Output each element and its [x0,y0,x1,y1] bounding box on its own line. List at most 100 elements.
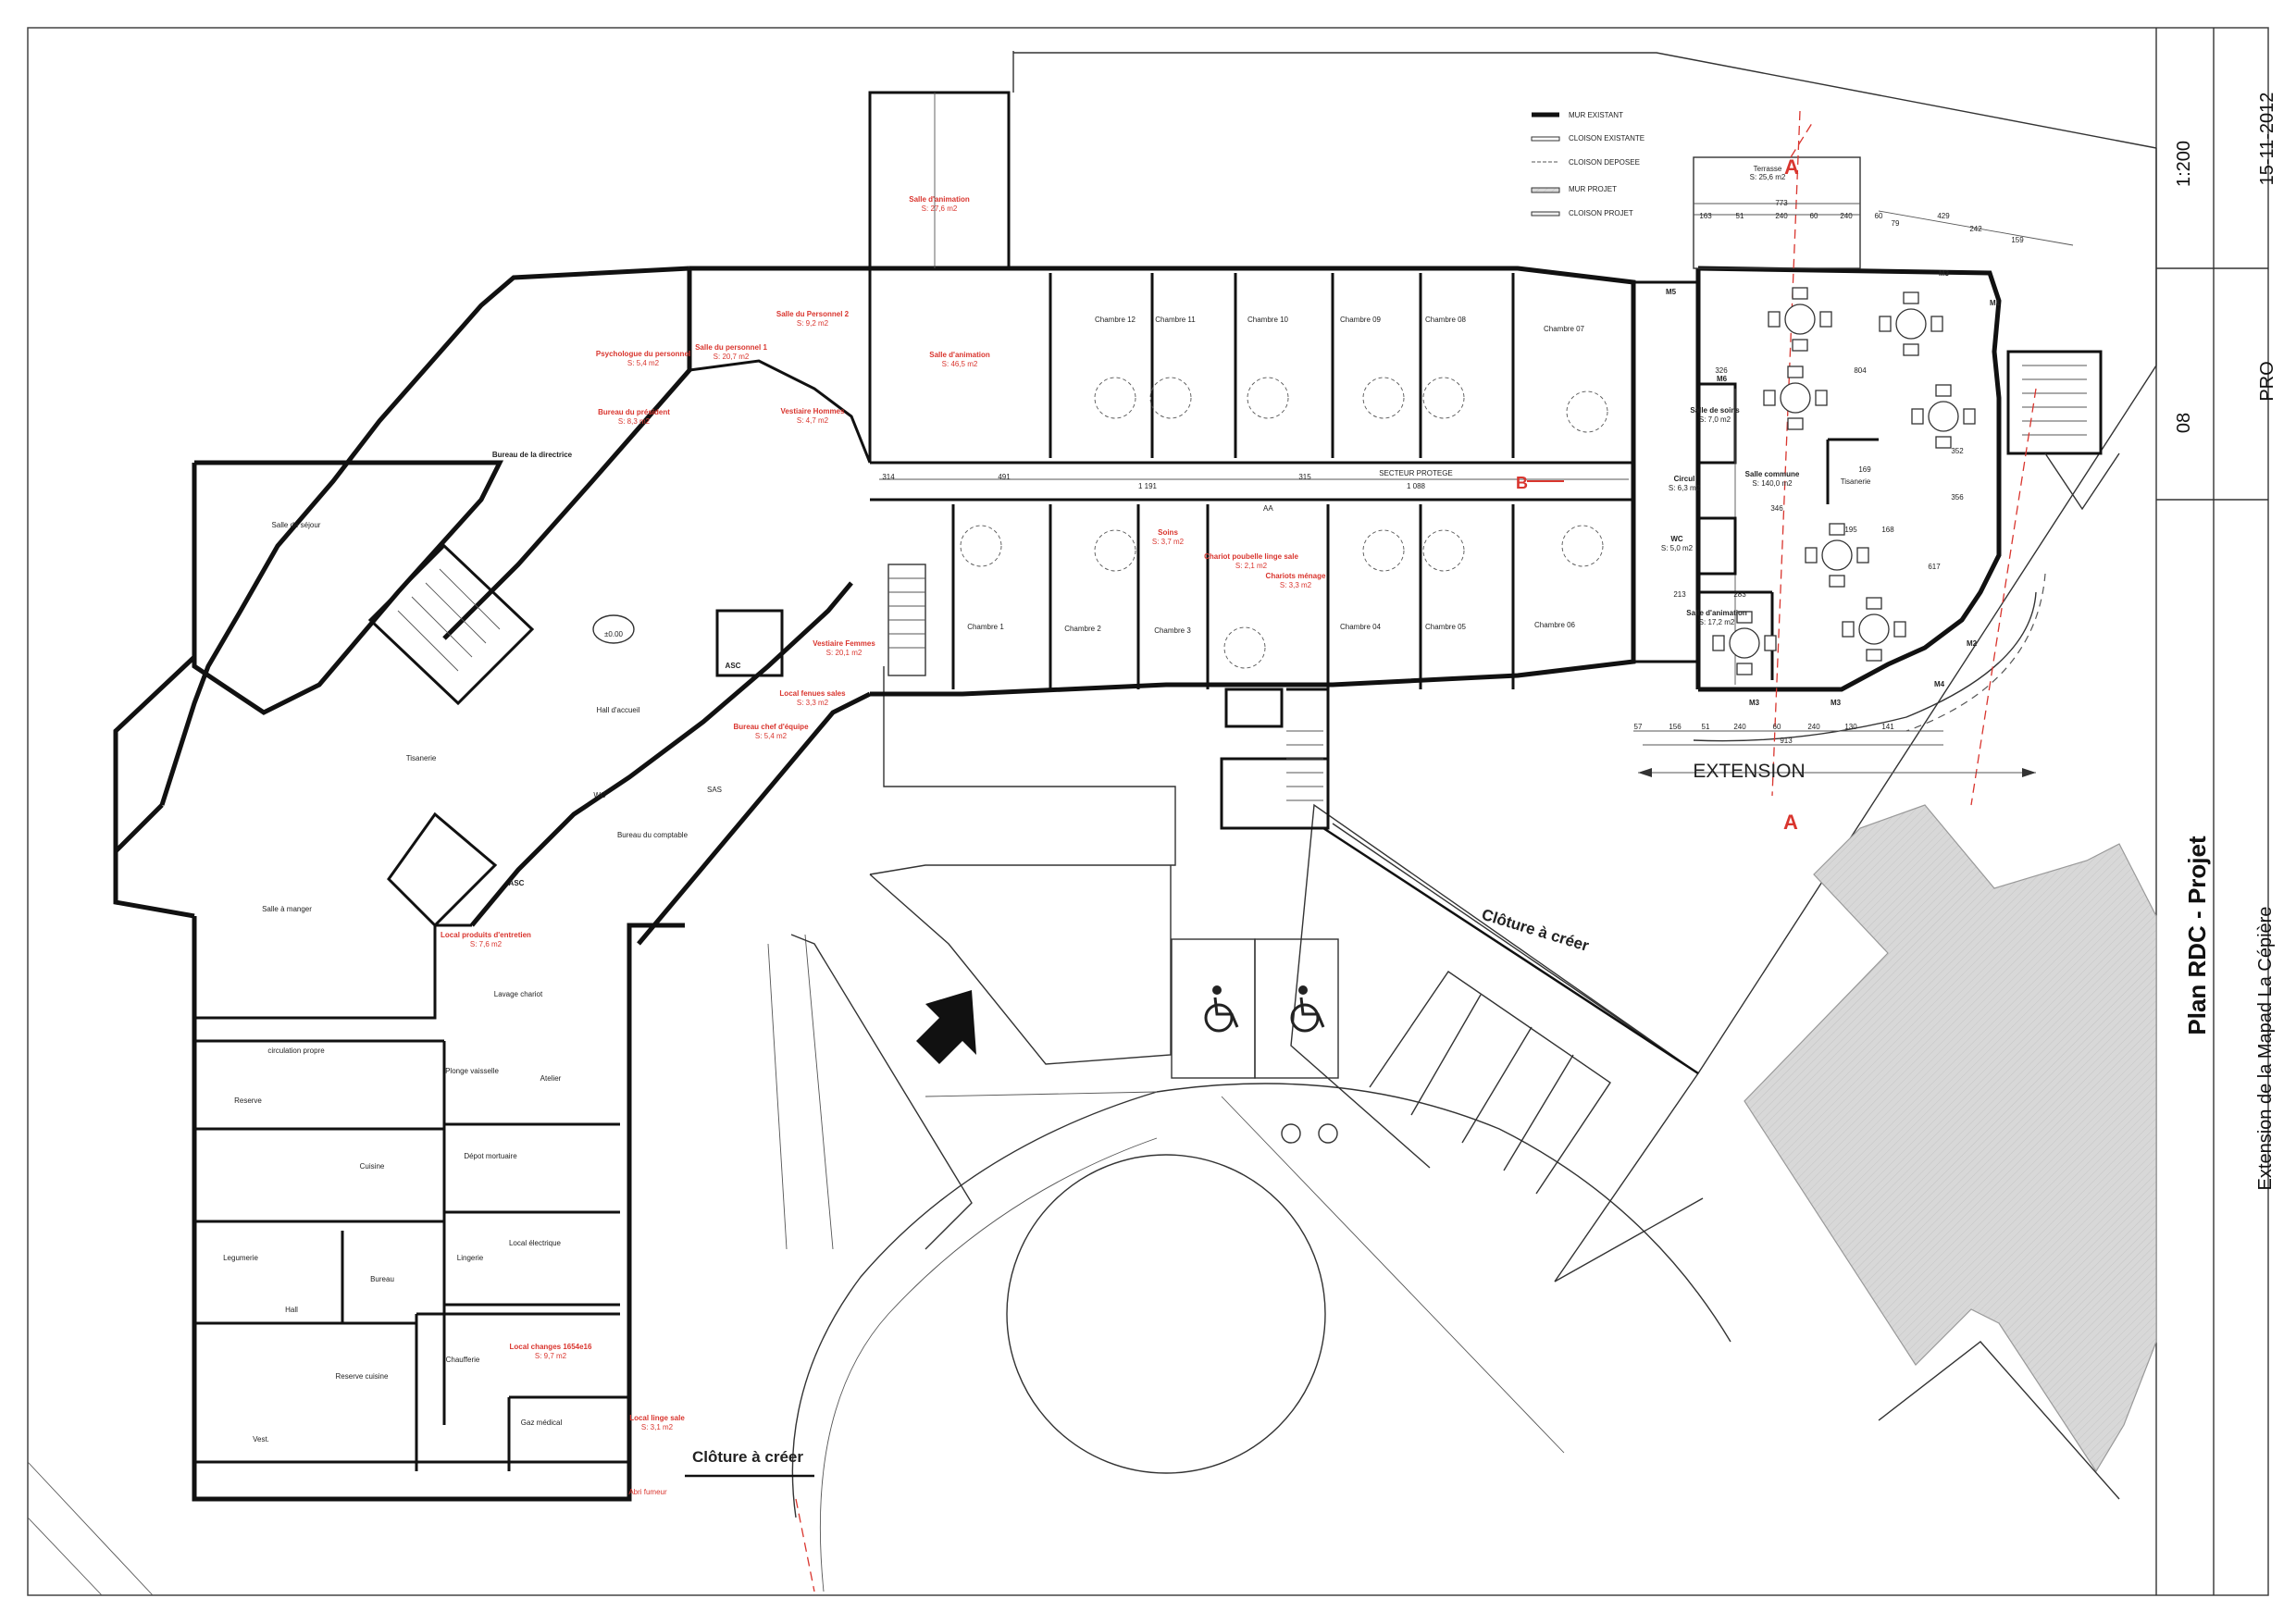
room-label: Chaufferie [446,1356,480,1364]
room-area: S: 6,3 m2 [1669,484,1701,492]
wall-mark: M2 [1967,639,1978,648]
room-label: Vest. [253,1435,269,1443]
site-boundary [27,52,2157,1596]
dimension-value: 356 [1951,493,1964,502]
room-area: S: 9,2 m2 [797,319,829,328]
room-label: Salle d'animation [909,195,970,204]
stair-mark: AA [1263,504,1273,513]
room-label: Bureau chef d'équipe [733,723,809,731]
room-label: Salle du personnel 1 [695,343,767,352]
level-mark: ±0.00 [604,630,624,638]
room-label: Hall [285,1306,298,1314]
dimension-value: 240 [1807,723,1820,731]
title-block [2155,28,2268,1595]
room-area: S: 2,1 m2 [1235,562,1268,570]
room-area: S: 5,4 m2 [755,732,788,740]
legend-item: CLOISON EXISTANTE [1569,134,1644,142]
room-label: Chambre 12 [1095,316,1136,324]
room-label: Chambre 08 [1425,316,1467,324]
room-label: Atelier [540,1074,562,1083]
room-label: Terrasse [1754,165,1782,173]
room-label: Lingerie [457,1254,484,1262]
extension-label: EXTENSION [1693,761,1805,782]
site-roundabout [767,934,1731,1592]
dimension-value: 1 088 [1407,482,1426,490]
room-label: Plonge vaisselle [445,1067,499,1075]
dimension-value: 156 [1669,723,1682,731]
dimension-value: 326 [1715,366,1728,375]
wall-marks: M3 M5 M6 M3 M3 M4 M1 M2 AA ±0.00 [604,269,2001,707]
scale-label: 1:200 [2174,140,2194,188]
dimension-value: 429 [1937,212,1950,220]
room-label: Chariot poubelle linge sale [1204,552,1298,561]
room-label: Tisanerie [406,754,437,762]
dimension-value: 242 [1969,225,1982,233]
dimension-value: 168 [1881,526,1894,534]
room-label: Bureau du président [598,408,670,416]
wheelchair-icon [1290,985,1325,1033]
dimension-values: 163 51 240 60 240 60 79 773 429 242 159 … [882,199,2024,745]
room-label: Chambre 3 [1154,626,1191,635]
wall-mark: M1 [1990,299,2001,307]
room-area: S: 3,3 m2 [797,699,829,707]
room-area: S: 7,6 m2 [470,940,503,948]
room-area: S: 20,7 m2 [714,353,750,361]
project-name: Extension de la Mapad La Cépière [2255,906,2276,1191]
room-label: Salle du Personnel 2 [776,310,850,318]
room-label: Dépot mortuaire [464,1152,517,1160]
fence-label: Clôture à créer [692,1448,803,1466]
legend-glyphs [1531,112,1560,217]
room-area: S: 5,4 m2 [627,359,660,367]
legend-item: MUR EXISTANT [1569,111,1623,119]
wall-mark: M3 [1831,699,1842,707]
room-label: Chambre 09 [1340,316,1382,324]
room-area: S: 25,6 m2 [1750,173,1786,181]
dimension-value: 213 [1673,590,1686,599]
room-label: Local changes 1654e16 [510,1343,592,1351]
bathroom-fixtures [960,377,1608,669]
fence-label: Clôture à créer [1480,906,1592,955]
building-walls [113,51,1636,1502]
room-label: Salle commune [1745,470,1800,478]
dimension-value: 159 [2011,236,2024,244]
room-area: S: 3,7 m2 [1152,538,1185,546]
room-label: Bureau de la directrice [492,451,573,459]
dimension-value: 195 [1844,526,1857,534]
section-mark-a: A [1784,155,1799,179]
wall-mark: M6 [1717,375,1728,383]
room-label: Legumerie [223,1254,258,1262]
room-area: S: 5,0 m2 [1661,544,1694,552]
wall-mark: M5 [1666,288,1677,296]
existing-room-labels: Salle de séjour Salle à manger Hall d'ac… [223,316,1584,1443]
room-label: Local linge sale [629,1414,685,1422]
room-label: Chambre 06 [1534,621,1576,629]
dimension-value: 169 [1858,465,1871,474]
room-area: S: 3,3 m2 [1280,581,1312,589]
room-label: Chambre 2 [1064,625,1101,633]
room-label: Reserve [234,1096,262,1105]
room-label: Chambre 04 [1340,623,1382,631]
room-label: SAS [707,786,722,794]
neighbouring-building-hatch [1744,804,2157,1473]
dimension-value: 60 [1810,212,1818,220]
dimension-value: 60 [1875,212,1883,220]
room-label: Chambre 11 [1155,316,1196,324]
dimension-value: 130 [1844,723,1857,731]
room-label: Salle d'animation [929,351,990,359]
dimension-value: 141 [1881,723,1894,731]
dimension-value: 283 [1733,590,1746,599]
room-label: Abri fumeur [628,1488,667,1496]
legend-item: CLOISON PROJET [1569,209,1633,217]
room-area: S: 4,7 m2 [797,416,829,425]
room-label: Local produits d'entretien [441,931,531,939]
room-label: ASC [726,662,741,670]
room-area: S: 9,7 m2 [535,1352,567,1360]
dimension-value: 617 [1928,563,1941,571]
room-label: Salle à manger [262,905,312,913]
dimension-value: 57 [1634,723,1643,731]
room-area: S: 46,5 m2 [942,360,978,368]
room-area: S: 27,6 m2 [922,204,958,213]
dimension-value: 773 [1775,199,1788,207]
sheet-border [27,27,2269,1596]
room-label: Soins [1158,528,1178,537]
